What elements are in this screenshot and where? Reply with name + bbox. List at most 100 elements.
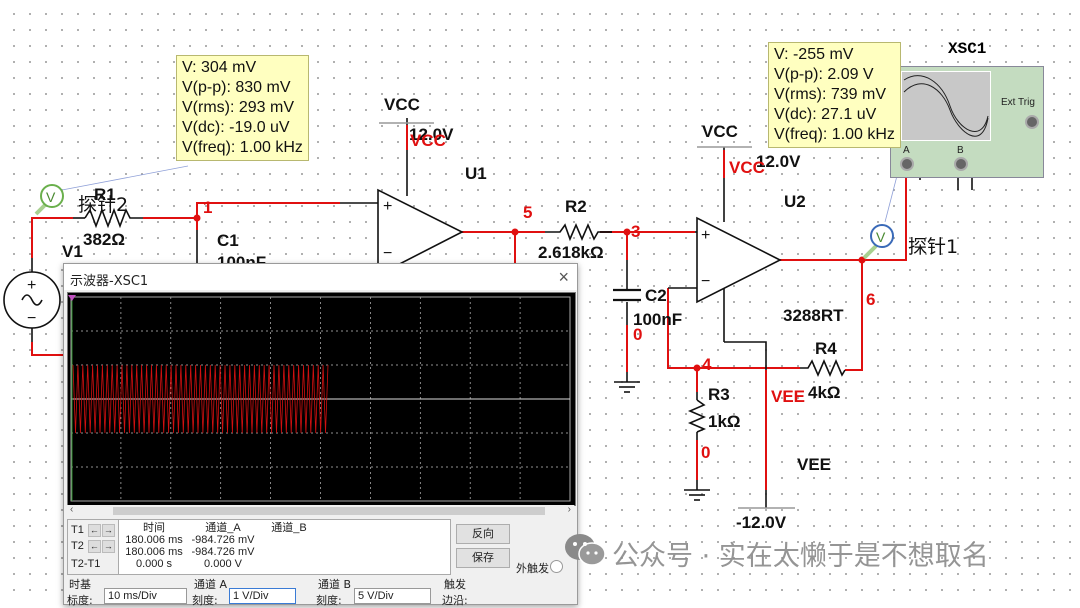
t2-t1-label: T2-T1 (71, 558, 101, 570)
scroll-left-arrow[interactable]: ‹ (70, 504, 74, 515)
r3-name: R3 (708, 385, 730, 404)
horizontal-scrollbar[interactable]: ‹ › (67, 504, 574, 517)
scope-display[interactable] (67, 292, 576, 506)
channel-a-terminal[interactable] (900, 157, 914, 171)
vcc1-net: VCC (410, 131, 446, 150)
probe1-vpp: V(p-p): 2.09 V (774, 66, 874, 83)
oscilloscope-instrument-xsc1[interactable]: Ext Trig A B (890, 66, 1044, 178)
xsc1-screen (901, 71, 991, 141)
opamp-u2[interactable] (696, 216, 782, 304)
net-label-0-c2: 0 (633, 325, 643, 344)
close-button[interactable]: × (558, 267, 569, 287)
u2-minus: − (701, 273, 711, 290)
channel-a-section-label: 通道 A (194, 578, 228, 591)
probe1-label: 探针1 (908, 236, 959, 258)
timebase-label: 时基 (69, 578, 91, 591)
u2-model: 3288RT (783, 306, 844, 325)
r2-name: R2 (565, 197, 587, 216)
save-button[interactable]: 保存 (456, 548, 510, 568)
watermark-text: 公众号 · 实在太懒于是不想取名 (612, 541, 989, 572)
resistor-r1[interactable] (84, 207, 143, 229)
r4-value: 4kΩ (808, 383, 841, 402)
channel-a-t2: -984.726 mV (191, 546, 255, 558)
t2-left-arrow[interactable]: ← (87, 540, 101, 553)
time-header: 时间 (143, 522, 165, 534)
cursor-controls: T1 ←→ T2 ←→ T2-T1 (68, 520, 119, 574)
net-label-6: 6 (866, 290, 876, 309)
ac-voltage-source-v1[interactable] (3, 258, 61, 342)
wechat-icon (565, 534, 606, 566)
resistor-r4[interactable] (800, 358, 846, 378)
vcc1-name: VCC (384, 95, 420, 114)
channel-a-scale-field[interactable]: 1 V/Div (229, 588, 296, 604)
channel-a-trace (72, 364, 329, 434)
timebase-scale-field[interactable]: 10 ms/Div (104, 588, 187, 604)
trigger-section-label: 触发 (444, 578, 466, 591)
svg-text:+: + (27, 277, 36, 294)
u2-name: U2 (784, 192, 806, 211)
t2-label: T2 (71, 540, 84, 552)
cursor-readout-panel: T1 ←→ T2 ←→ T2-T1 时间 180.006 ms 180.006 … (67, 519, 451, 575)
ext-trig-label: Ext Trig (1001, 97, 1035, 108)
c2-value: 100nF (633, 310, 683, 329)
resistor-r3[interactable] (687, 399, 707, 433)
vee-value: -12.0V (736, 513, 787, 532)
time-column: 时间 180.006 ms 180.006 ms 0.000 s (124, 522, 184, 570)
probe1-v: V: -255 mV (774, 46, 854, 63)
probe1-vrms: V(rms): 739 mV (774, 86, 887, 103)
probe2-v: V: 304 mV (182, 59, 257, 76)
capacitor-c2[interactable] (613, 288, 641, 302)
t1-label: T1 (71, 524, 84, 536)
scroll-right-arrow[interactable]: › (567, 504, 571, 515)
channel-a-t1: -984.726 mV (191, 534, 255, 546)
ext-trigger-radio[interactable] (550, 560, 563, 573)
channel-b-section-label: 通道 B (318, 578, 352, 591)
probe2-icon[interactable] (34, 184, 64, 216)
vcc2-value: 12.0V (756, 152, 801, 171)
vcc1-value: 12.0V (409, 125, 454, 144)
channel-b-header: 通道_B (271, 522, 307, 534)
c1-name: C1 (217, 231, 239, 250)
probe2-readout[interactable]: V: 304 mV V(p-p): 830 mV V(rms): 293 mV … (176, 55, 309, 161)
scrollbar-thumb[interactable] (113, 507, 545, 515)
t1-left-arrow[interactable]: ← (87, 524, 101, 537)
window-titlebar[interactable]: 示波器-XSC1 × (64, 264, 577, 290)
scope-plot (68, 295, 571, 502)
channel-b-scale-label: 刻度: (316, 594, 342, 607)
reverse-button[interactable]: 反向 (456, 524, 510, 544)
channel-a-scale-label: 刻度: (192, 594, 218, 607)
resistor-r2[interactable] (545, 222, 612, 242)
net-label-0-r3: 0 (701, 443, 711, 462)
vee-name: VEE (797, 455, 832, 474)
probe1-icon[interactable] (862, 224, 894, 260)
r2-value: 2.618kΩ (538, 243, 604, 262)
net-label-4: 4 (702, 355, 712, 374)
probe1-vdc: V(dc): 27.1 uV (774, 106, 877, 123)
t1-right-arrow[interactable]: → (101, 524, 115, 537)
channel-b-terminal[interactable] (954, 157, 968, 171)
net-label-3: 3 (631, 222, 641, 241)
ext-trigger-label: 外触发 (516, 562, 549, 575)
svg-text:V: V (46, 189, 56, 205)
u2-plus: + (701, 227, 711, 244)
channel-b-scale-field[interactable]: 5 V/Div (354, 588, 431, 604)
u1-plus: + (383, 198, 393, 215)
probe1-vfreq: V(freq): 1.00 kHz (774, 126, 895, 143)
svg-text:−: − (27, 310, 36, 327)
trigger-edge-label: 边沿: (442, 594, 468, 607)
xsc1-sine-icon (903, 75, 989, 137)
time-diff: 0.000 s (135, 558, 173, 570)
opamp-u1[interactable] (377, 188, 464, 277)
probe2-vfreq: V(freq): 1.00 kHz (182, 139, 303, 156)
channel-a-column: 通道_A -984.726 mV -984.726 mV 0.000 V (188, 522, 258, 570)
probe1-readout[interactable]: V: -255 mV V(p-p): 2.09 V V(rms): 739 mV… (768, 42, 901, 148)
ext-trig-terminal[interactable] (1025, 115, 1039, 129)
probe2-vpp: V(p-p): 830 mV (182, 79, 291, 96)
channel-a-label: A (903, 145, 910, 156)
t2-right-arrow[interactable]: → (101, 540, 115, 553)
vee-net: VEE (771, 387, 806, 406)
window-title: 示波器-XSC1 (70, 274, 149, 289)
ground-symbol-r3 (684, 489, 710, 501)
time-t2: 180.006 ms (125, 546, 183, 558)
